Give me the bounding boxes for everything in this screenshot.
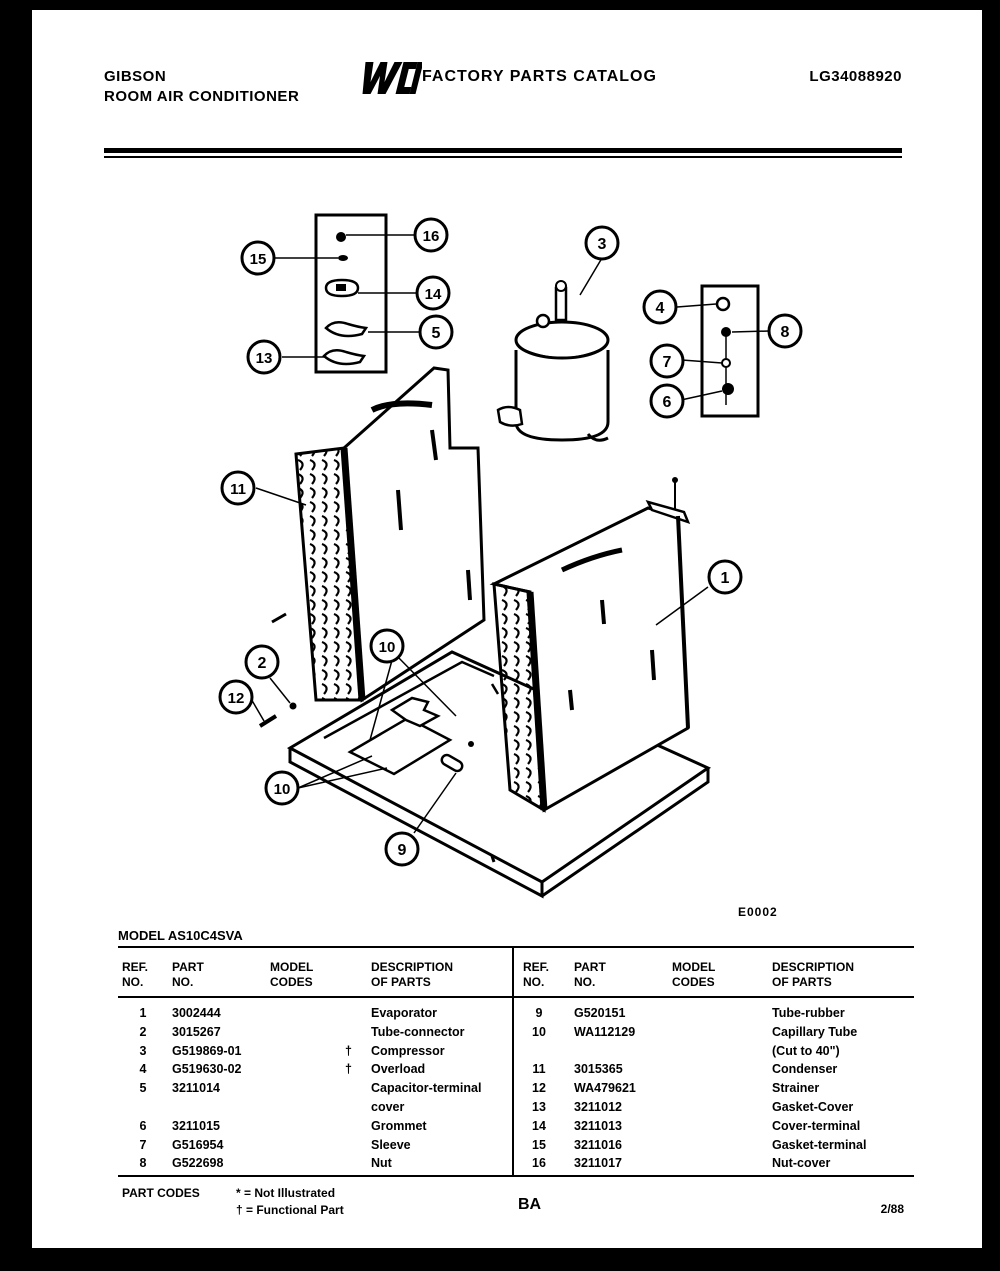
svg-text:7: 7	[663, 354, 672, 371]
code-not-illustrated: * = Not Illustrated	[236, 1186, 336, 1200]
callout-8: 8	[767, 313, 803, 349]
header-rule-thin	[104, 156, 902, 158]
svg-text:9: 9	[398, 842, 407, 859]
callout-7: 7	[649, 343, 685, 379]
svg-text:8: 8	[781, 324, 790, 341]
date-code: 2/88	[880, 1202, 904, 1216]
page-code: BA	[518, 1196, 542, 1213]
header-part-left: PART NO.	[172, 960, 204, 989]
catalog-page: GIBSON ROOM AIR CONDITIONER FACTORY PART…	[32, 10, 982, 1248]
header-rule	[104, 148, 902, 153]
svg-text:10: 10	[274, 781, 291, 798]
callout-13: 13	[246, 339, 282, 375]
callout-3: 3	[584, 225, 620, 261]
svg-text:2: 2	[258, 655, 267, 672]
svg-text:11: 11	[230, 481, 246, 498]
catalog-number: LG34088920	[809, 68, 902, 85]
header-ref-left: REF. NO.	[122, 960, 149, 989]
wci-logo	[362, 62, 422, 94]
exploded-parts-diagram: 1 2 3 4 5 6 7 8 9 10 10 11 12 13 14 15 1…	[218, 213, 803, 899]
callout-6: 6	[649, 383, 685, 419]
svg-text:12: 12	[228, 690, 245, 707]
svg-text:1: 1	[721, 570, 730, 587]
product-subtitle: ROOM AIR CONDITIONER	[104, 88, 300, 105]
callout-12: 12	[218, 679, 254, 715]
compressor-drawing	[496, 280, 610, 442]
header-part-right: PART NO.	[574, 960, 606, 989]
table-rule-top	[118, 946, 914, 948]
callout-1: 1	[707, 559, 743, 595]
header-ref-right: REF. NO.	[523, 960, 550, 989]
svg-text:5: 5	[432, 325, 441, 342]
model-label: MODEL AS10C4SVA	[118, 928, 243, 943]
table-row: cover	[371, 1099, 405, 1114]
callout-14: 14	[415, 275, 451, 311]
svg-text:13: 13	[256, 350, 273, 367]
callout-11: 11	[220, 470, 256, 506]
table-row: (Cut to 40")	[772, 1043, 840, 1058]
svg-text:15: 15	[250, 251, 267, 268]
part-codes-label: PART CODES	[122, 1186, 200, 1200]
catalog-title: FACTORY PARTS CATALOG	[422, 68, 657, 85]
callout-9: 9	[384, 831, 420, 867]
svg-text:4: 4	[656, 300, 665, 317]
callout-10-lower: 10	[264, 770, 300, 806]
table-rule-header	[118, 996, 914, 998]
svg-text:10: 10	[379, 639, 396, 656]
callout-10-upper: 10	[369, 628, 405, 664]
svg-text:16: 16	[423, 228, 440, 245]
overload-parts-group	[700, 284, 760, 418]
condenser-coil-drawing	[489, 477, 691, 813]
header-codes-right: MODEL CODES	[672, 960, 716, 989]
callout-5: 5	[418, 314, 454, 350]
evaporator-coil-drawing	[294, 366, 486, 703]
svg-text:3: 3	[598, 236, 607, 253]
wci-logo-mark	[362, 62, 422, 94]
callout-leaders	[249, 234, 770, 834]
figure-code: E0002	[738, 905, 778, 919]
svg-text:14: 14	[425, 286, 442, 303]
table-rule-bottom	[118, 1175, 914, 1177]
table-column-divider	[512, 948, 514, 1175]
screw-parts	[258, 612, 297, 728]
callout-2: 2	[244, 644, 280, 680]
callout-16: 16	[413, 217, 449, 253]
code-functional-part: † = Functional Part	[236, 1203, 344, 1217]
base-pan-drawing	[286, 650, 712, 899]
header-desc-right: DESCRIPTION OF PARTS	[772, 960, 855, 989]
svg-text:6: 6	[663, 394, 672, 411]
brand-name: GIBSON	[104, 68, 167, 85]
callout-4: 4	[642, 289, 678, 325]
header-codes-left: MODEL CODES	[270, 960, 314, 989]
callout-15: 15	[240, 240, 276, 276]
header-desc-left: DESCRIPTION OF PARTS	[371, 960, 454, 989]
